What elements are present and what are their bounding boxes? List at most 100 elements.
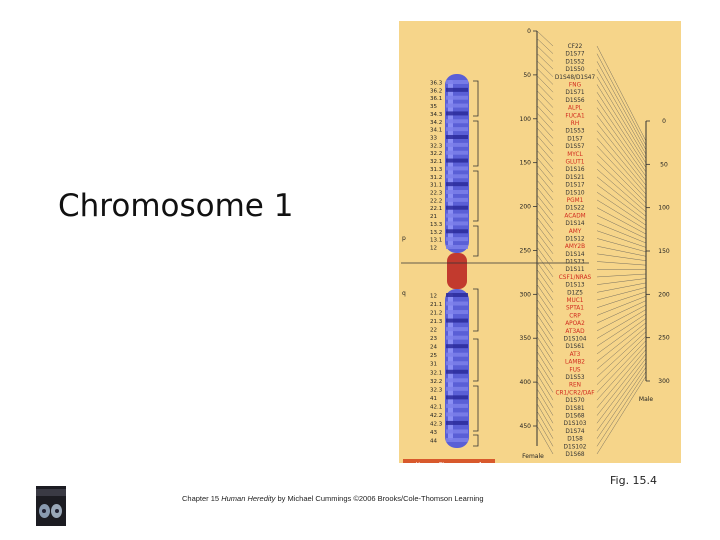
female-axis-title: Female xyxy=(522,453,544,460)
band-stripe xyxy=(446,119,468,123)
band-stripe xyxy=(446,344,468,348)
locus-marker-label: D1S13 xyxy=(565,283,585,289)
locus-connector xyxy=(537,337,553,362)
locus-connector xyxy=(537,411,553,439)
locus-connector xyxy=(597,372,646,447)
band-stripe xyxy=(446,104,468,108)
male-scale-label: 100 xyxy=(658,205,670,212)
locus-connector xyxy=(537,284,553,307)
locus-marker-label: D1S14 xyxy=(565,221,585,227)
locus-connector xyxy=(537,419,553,447)
locus-connector xyxy=(537,173,553,193)
band-stripe xyxy=(446,182,468,186)
locus-connector xyxy=(597,336,646,385)
band-stripe xyxy=(446,159,468,163)
band-label: 36.2 xyxy=(430,88,442,94)
locus-connector xyxy=(597,69,646,154)
band-stripe xyxy=(446,395,468,399)
locus-marker-label: D1S8 xyxy=(567,437,583,443)
band-stripe xyxy=(446,353,468,357)
locus-connector xyxy=(597,292,646,308)
band-stripe xyxy=(446,293,468,297)
band-bracket xyxy=(473,171,478,221)
female-scale-label: 300 xyxy=(520,291,532,298)
band-label: 32.2 xyxy=(430,379,442,385)
locus-connector xyxy=(597,161,646,207)
locus-marker-label: D1S53 xyxy=(565,129,585,135)
locus-connector xyxy=(537,389,553,416)
locus-marker-label: FUCA1 xyxy=(565,113,585,119)
locus-marker-label: ACADM xyxy=(564,213,585,219)
locus-connector xyxy=(537,76,553,92)
band-label: 13.3 xyxy=(430,222,443,228)
female-scale-label: 400 xyxy=(520,379,532,386)
locus-marker-label: AMY2B xyxy=(565,244,585,250)
locus-marker-label: D1S7 xyxy=(567,136,583,142)
locus-connector xyxy=(597,131,646,190)
locus-connector xyxy=(597,238,646,251)
band-stripe xyxy=(446,221,468,225)
locus-connector xyxy=(537,53,553,69)
locus-connector xyxy=(537,277,553,300)
locus-marker-label: D1S77 xyxy=(565,52,585,58)
band-stripe xyxy=(446,336,468,340)
male-scale-label: 250 xyxy=(658,335,670,342)
locus-marker-label: D1S17 xyxy=(565,183,585,189)
locus-connector xyxy=(597,296,646,315)
band-stripe xyxy=(446,245,468,249)
band-label: 32.1 xyxy=(430,159,442,165)
band-stripe xyxy=(446,135,468,139)
band-stripe xyxy=(446,229,468,233)
band-bracket xyxy=(473,339,478,381)
band-stripe xyxy=(446,310,468,314)
band-stripe xyxy=(446,80,468,84)
locus-marker-label: CRP xyxy=(569,313,581,319)
book-eye xyxy=(42,509,46,513)
locus-marker-label: D1S68 xyxy=(565,452,585,458)
locus-connector xyxy=(597,287,646,300)
band-stripe xyxy=(446,327,468,331)
locus-connector xyxy=(597,278,646,284)
band-label: 21.3 xyxy=(430,319,443,325)
band-stripe xyxy=(446,438,468,442)
female-scale-label: 200 xyxy=(520,204,532,211)
band-label: 36.1 xyxy=(430,96,442,102)
locus-connector xyxy=(537,106,553,123)
male-axis-title: Male xyxy=(639,396,654,403)
band-label: 32.3 xyxy=(430,387,443,393)
locus-connector xyxy=(537,68,553,84)
locus-marker-label: D1S10 xyxy=(565,190,585,196)
band-label: 42.1 xyxy=(430,404,442,410)
male-scale-label: 50 xyxy=(660,161,668,168)
band-label: 31.2 xyxy=(430,175,442,181)
locus-connector xyxy=(597,208,646,234)
locus-connector xyxy=(537,299,553,323)
footer-credit: Chapter 15 Human Heredity by Michael Cum… xyxy=(182,494,484,503)
male-scale-label: 0 xyxy=(662,118,666,125)
locus-connector xyxy=(597,54,646,146)
locus-connector xyxy=(537,120,553,138)
female-scale-label: 50 xyxy=(523,72,531,79)
locus-connector xyxy=(597,332,646,377)
locus-connector xyxy=(597,84,646,163)
footer-prefix: Chapter 15 xyxy=(182,494,221,503)
band-label: 33 xyxy=(430,136,437,142)
locus-connector xyxy=(537,329,553,354)
locus-connector xyxy=(537,128,553,146)
band-bracket xyxy=(473,81,478,116)
locus-marker-label: D1S57 xyxy=(565,144,585,150)
locus-connector xyxy=(537,307,553,331)
band-stripe xyxy=(446,370,468,374)
locus-connector xyxy=(597,61,646,149)
locus-connector xyxy=(537,292,553,316)
centromere-heterochromatin xyxy=(447,253,467,289)
locus-marker-label: D1S50 xyxy=(565,67,585,73)
locus-connector xyxy=(537,188,553,208)
female-scale-label: 450 xyxy=(520,423,532,430)
locus-marker-label: FNG xyxy=(569,82,582,88)
male-scale-label: 300 xyxy=(658,378,670,385)
locus-connector xyxy=(597,305,646,331)
band-label: 21 xyxy=(430,214,437,220)
band-label: 42.2 xyxy=(430,413,442,419)
locus-connector xyxy=(537,180,553,200)
